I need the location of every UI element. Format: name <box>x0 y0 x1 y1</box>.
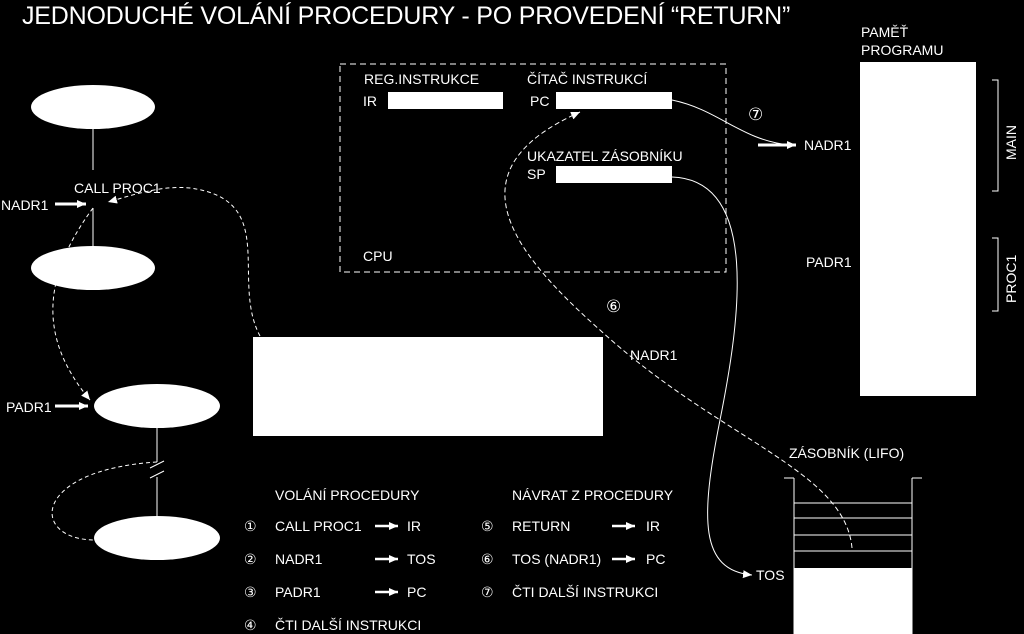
legend-step-text: ČTI DALŠÍ INSTRUKCI <box>275 617 422 633</box>
break-mark <box>149 470 165 479</box>
legend-step-number: ① <box>244 518 257 534</box>
cpu-label: CPU <box>363 248 393 264</box>
memory-title-line1: PAMĚŤ <box>861 24 909 40</box>
program-memory-block <box>860 62 976 396</box>
step7-marker: ⑦ <box>748 105 764 124</box>
legend-step-number: ⑦ <box>481 584 494 600</box>
nadr1-label: NADR1 <box>1 197 49 213</box>
call-dashed-curve <box>52 207 94 401</box>
stack-to-pc-dashed-curve <box>504 111 853 549</box>
info-box <box>253 337 603 436</box>
legend-step-target: TOS <box>407 551 436 567</box>
legend-step-text: PADR1 <box>275 584 321 600</box>
pc-group-label: ČÍTAČ INSTRUKCÍ <box>527 71 648 87</box>
legend-step-number: ⑥ <box>481 551 494 567</box>
proc1-brace-label: PROC1 <box>1003 254 1019 303</box>
legend-step-number: ③ <box>244 584 257 600</box>
legend-step-number: ⑤ <box>481 518 494 534</box>
tos-label: TOS <box>756 567 785 583</box>
diagram-title: JEDNODUCHÉ VOLÁNÍ PROCEDURY - PO PROVEDE… <box>22 2 791 30</box>
main-start-ellipse <box>31 85 155 129</box>
ir-group-label: REG.INSTRUKCE <box>364 71 480 87</box>
main-end-ellipse <box>31 246 155 290</box>
proc-loop-dashed-curve <box>51 461 158 541</box>
padr1-label: PADR1 <box>6 399 52 415</box>
legend-step-number: ② <box>244 551 257 567</box>
step6-marker: ⑥ <box>606 297 622 316</box>
return-dashed-curve <box>107 187 261 337</box>
legend-step-text: ČTI DALŠÍ INSTRUKCI <box>512 584 659 600</box>
legend-step-target: IR <box>407 518 421 534</box>
sp-register <box>556 166 672 183</box>
legend-step-target: IR <box>646 518 660 534</box>
ir-label: IR <box>363 93 377 109</box>
cpu-box <box>339 63 727 273</box>
memory-nadr1-label: NADR1 <box>804 137 852 153</box>
legend-step-text: TOS (NADR1) <box>512 551 602 567</box>
legend-step-target: PC <box>407 584 427 600</box>
pc-label: PC <box>530 93 550 109</box>
legend-step-target: PC <box>646 551 666 567</box>
break-mark <box>149 460 165 469</box>
main-brace-label: MAIN <box>1003 125 1019 160</box>
sp-to-tos-curve <box>671 176 753 579</box>
proc-start-ellipse <box>94 384 220 428</box>
main-brace <box>992 79 999 192</box>
legend-step-text: NADR1 <box>275 551 323 567</box>
stack-title: ZÁSOBNÍK (LIFO) <box>789 445 905 461</box>
legend-call-title: VOLÁNÍ PROCEDURY <box>275 487 420 503</box>
proc1-brace <box>992 237 999 312</box>
stack-filled-area <box>794 568 912 634</box>
memory-title-line2: PROGRAMU <box>861 42 944 58</box>
call-proc1-label: CALL PROC1 <box>74 180 161 196</box>
sp-group-label: UKAZATEL ZÁSOBNÍKU <box>527 148 683 164</box>
pc-register <box>556 92 672 109</box>
stack-nadr1-label: NADR1 <box>630 347 678 363</box>
legend-step-text: RETURN <box>512 518 571 534</box>
pc-to-memory-curve <box>671 99 791 146</box>
legend-return-title: NÁVRAT Z PROCEDURY <box>512 487 674 503</box>
proc-end-ellipse <box>94 516 220 560</box>
ir-register <box>388 92 503 109</box>
memory-padr1-label: PADR1 <box>806 254 852 270</box>
legend-step-number: ④ <box>244 617 257 633</box>
legend-step-text: CALL PROC1 <box>275 518 362 534</box>
sp-label: SP <box>527 166 546 182</box>
